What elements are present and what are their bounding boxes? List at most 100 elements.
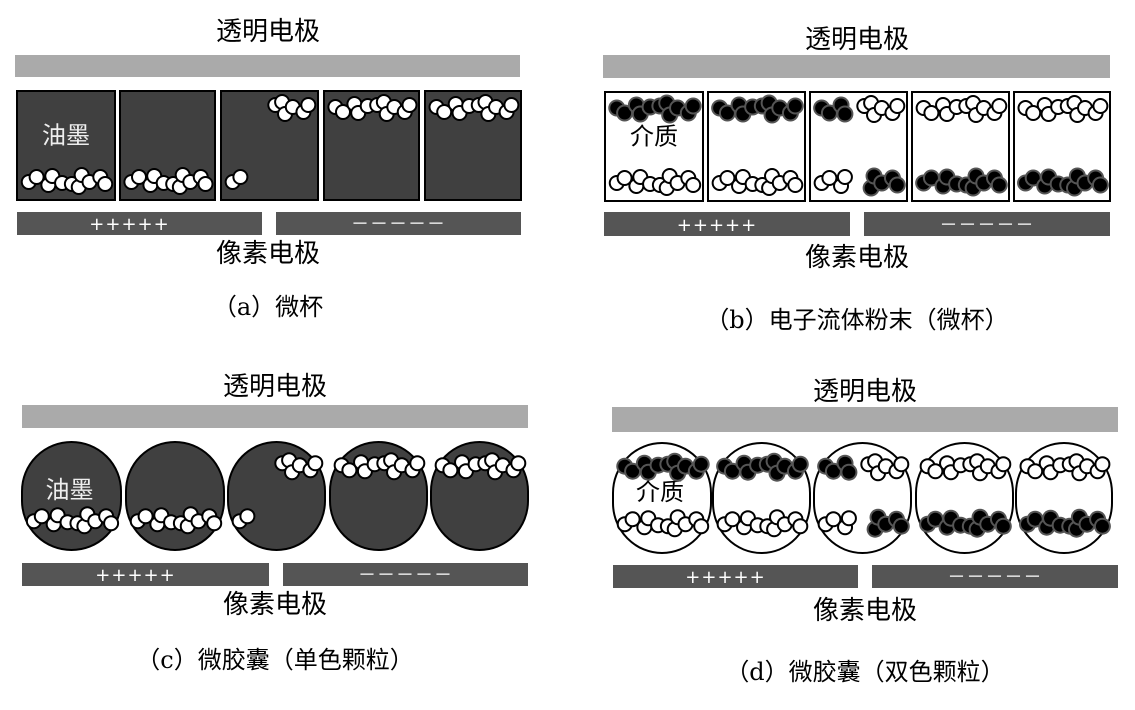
cell-medium-label: 介质 — [630, 123, 678, 151]
black-particle — [1028, 512, 1042, 526]
panel-caption: （b）电子流体粉末（微杯） — [705, 306, 1008, 334]
cell-medium-label: 介质 — [636, 478, 684, 506]
white-particle — [893, 456, 910, 473]
white-particle — [232, 169, 249, 185]
panel-caption: （d）微胶囊（双色颗粒） — [725, 658, 1004, 686]
pixel-electrode-negative — [864, 212, 1110, 236]
microcup-cell — [119, 90, 216, 201]
white-particle — [510, 455, 527, 472]
negative-charge-signs: －－－－－ — [351, 214, 446, 235]
white-particle — [197, 176, 214, 192]
microcup-cell — [323, 90, 420, 201]
microcup-cell: 油墨 — [16, 90, 116, 201]
black-particle — [686, 99, 700, 113]
black-particle — [928, 512, 942, 526]
transparent-electrode-label: 透明电极 — [216, 17, 320, 47]
white-particle — [307, 455, 324, 472]
white-particle — [409, 455, 426, 472]
white-particle — [1094, 456, 1111, 473]
microcapsule — [915, 442, 1014, 554]
white-particle — [131, 169, 147, 185]
positive-charge-signs: +++++ — [685, 567, 765, 588]
transparent-electrode — [22, 405, 528, 428]
white-particle — [787, 177, 804, 193]
white-particle — [239, 508, 256, 525]
panel-caption: （a）微杯 — [213, 293, 323, 321]
white-particle — [1027, 463, 1044, 480]
white-particle — [719, 170, 736, 186]
black-particle — [842, 465, 856, 479]
black-particle — [894, 519, 908, 533]
microcup-cell — [911, 91, 1010, 202]
pixel-electrode-positive — [604, 212, 850, 236]
white-particle — [923, 105, 940, 121]
black-particle — [788, 99, 802, 113]
pixel-electrode-label: 像素电极 — [805, 243, 909, 273]
microcapsule — [329, 441, 428, 551]
white-particle — [685, 177, 702, 193]
cell-medium-label: 油墨 — [42, 122, 90, 150]
white-particle — [103, 515, 120, 532]
white-particle — [341, 462, 358, 479]
white-particle — [401, 97, 418, 113]
black-particle — [1026, 171, 1040, 185]
black-particle — [694, 457, 708, 471]
transparent-electrode-label: 透明电极 — [805, 25, 909, 55]
negative-charge-signs: －－－－－ — [948, 567, 1043, 588]
white-particle — [624, 511, 641, 528]
black-particle — [1093, 178, 1107, 192]
black-particle — [992, 178, 1006, 192]
white-particle — [1025, 105, 1042, 121]
microcapsule — [712, 442, 811, 554]
microcup-cell — [707, 91, 806, 202]
transparent-electrode — [15, 55, 520, 77]
white-particle — [97, 176, 114, 192]
positive-charge-signs: +++++ — [95, 565, 175, 586]
pixel-electrode-label: 像素电极 — [216, 239, 320, 269]
microcapsule — [1015, 442, 1113, 554]
black-particle — [720, 106, 734, 120]
white-particle — [821, 170, 838, 186]
pixel-electrode-negative — [283, 563, 528, 586]
transparent-electrode — [603, 55, 1110, 78]
black-particle — [838, 107, 852, 121]
transparent-electrode-label: 透明电极 — [813, 377, 917, 407]
microcup-cell — [424, 90, 522, 201]
white-particle — [693, 518, 710, 535]
positive-charge-signs: +++++ — [677, 215, 757, 236]
microcup-cell — [809, 91, 908, 202]
white-particle — [1092, 98, 1109, 114]
black-particle — [1095, 519, 1109, 533]
white-particle — [335, 104, 351, 120]
transparent-electrode — [612, 407, 1118, 432]
microcup-cell — [1013, 91, 1111, 202]
pixel-electrode-positive — [613, 565, 858, 588]
microcapsule — [227, 441, 326, 551]
white-particle — [889, 98, 906, 114]
microcup-cell — [220, 90, 319, 201]
negative-charge-signs: －－－－－ — [940, 215, 1035, 236]
black-particle — [793, 457, 807, 471]
transparent-electrode-label: 透明电极 — [223, 372, 327, 402]
pixel-electrode-positive — [17, 212, 262, 235]
microcapsule — [125, 441, 225, 551]
negative-charge-signs: －－－－－ — [358, 565, 453, 586]
white-particle — [825, 511, 842, 528]
microcapsule — [813, 442, 912, 554]
white-particle — [616, 170, 633, 186]
white-particle — [840, 510, 857, 527]
pixel-electrode-negative — [872, 565, 1118, 588]
panel-caption: （c）微胶囊（单色颗粒） — [136, 646, 413, 674]
white-particle — [206, 515, 223, 532]
black-particle — [626, 464, 640, 478]
white-particle — [300, 97, 317, 113]
black-particle — [826, 464, 840, 478]
white-particle — [927, 463, 944, 480]
black-particle — [924, 171, 938, 185]
microcup-cell: 介质 — [604, 91, 704, 202]
black-particle — [822, 106, 836, 120]
